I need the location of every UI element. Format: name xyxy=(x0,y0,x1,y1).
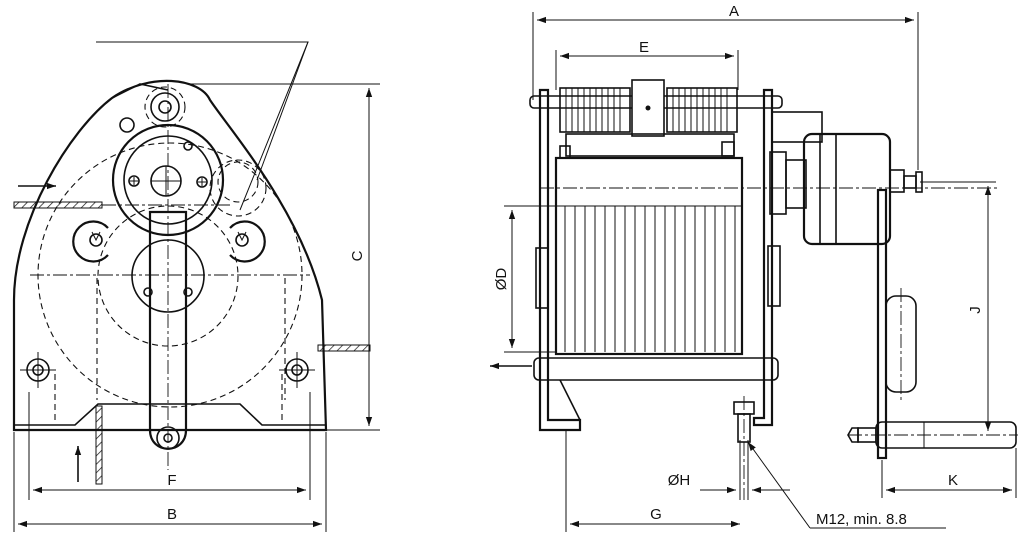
side-frame-left xyxy=(538,88,582,432)
front-housing-outline xyxy=(12,79,328,432)
front-mount-bolt-left xyxy=(20,352,56,388)
front-view: C F B xyxy=(12,41,380,532)
dim-A-label: A xyxy=(729,3,739,20)
side-foot-bolt xyxy=(733,396,755,500)
bolt-spec-note: M12, min. 8.8 xyxy=(816,511,907,528)
rope-down-center xyxy=(95,405,103,485)
side-spring-right xyxy=(666,87,738,133)
front-mount-bolt-right xyxy=(279,352,315,388)
rope-out-right xyxy=(317,344,371,352)
side-frame-right xyxy=(752,88,774,427)
dim-B-label: B xyxy=(167,506,177,523)
side-bottom-shaft xyxy=(533,357,779,381)
front-top-pulley xyxy=(150,92,180,122)
dim-C-label: C xyxy=(349,250,366,261)
side-view: A E ØD J K ØH G M12, min. 8.8 xyxy=(490,3,1018,532)
dim-K-label: K xyxy=(948,472,958,489)
note-leader-line xyxy=(747,441,811,529)
dim-E-label: E xyxy=(639,39,649,56)
dim-G-label: G xyxy=(650,506,662,523)
side-crank-handle xyxy=(847,188,1018,460)
side-gearbox xyxy=(769,111,923,246)
front-gear-hidden-circle xyxy=(97,205,239,347)
side-drum xyxy=(554,156,744,356)
dim-F-label: F xyxy=(167,472,176,489)
rope-in-left xyxy=(13,201,103,209)
dim-H-label: ØH xyxy=(668,472,691,489)
dim-D-label: ØD xyxy=(493,268,510,291)
side-drum-rope-coils xyxy=(556,205,742,352)
side-spring-left xyxy=(559,87,631,133)
rotation-symbol-left xyxy=(72,220,109,263)
dim-J-label: J xyxy=(967,306,984,314)
front-drive-gear xyxy=(111,123,225,237)
front-base-notch xyxy=(14,403,326,426)
rotation-symbol-right xyxy=(229,220,266,263)
